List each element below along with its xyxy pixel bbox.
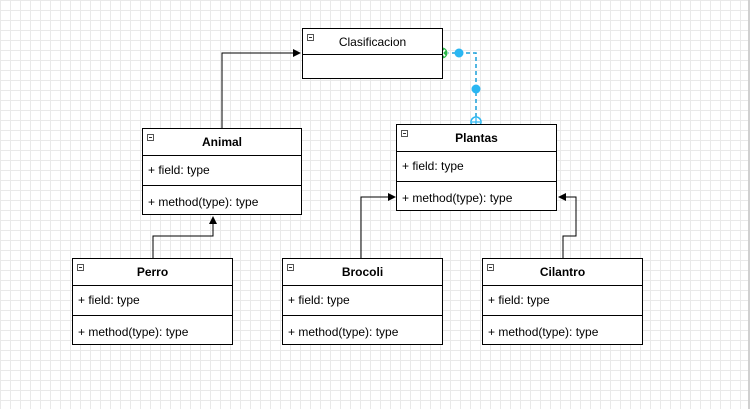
method-text: + method(type): type <box>288 325 399 339</box>
class-animal[interactable]: Animal + field: type + method(type): typ… <box>142 128 302 215</box>
method-section[interactable]: + method(type): type <box>143 186 301 214</box>
class-name: Animal <box>201 135 242 149</box>
edge-animal-to-clasificacion[interactable] <box>221 49 301 128</box>
collapse-toggle-icon[interactable] <box>307 34 314 41</box>
collapse-toggle-icon[interactable] <box>147 134 154 141</box>
field-text: + field: type <box>402 159 464 173</box>
method-text: + method(type): type <box>148 195 259 209</box>
edge-plantas-to-clasificacion[interactable] <box>446 52 477 124</box>
class-name: Brocoli <box>341 265 384 279</box>
field-section[interactable]: + field: type <box>397 152 556 182</box>
class-plantas[interactable]: Plantas + field: type + method(type): ty… <box>396 124 557 211</box>
collapse-toggle-icon[interactable] <box>401 130 408 137</box>
field-section[interactable]: + field: type <box>73 286 232 316</box>
field-section[interactable]: + field: type <box>143 156 301 186</box>
class-brocoli[interactable]: Brocoli + field: type + method(type): ty… <box>282 258 443 345</box>
field-text: + field: type <box>288 293 350 307</box>
edge-waypoint-handle[interactable] <box>454 48 464 58</box>
method-text: + method(type): type <box>78 325 189 339</box>
class-cilantro[interactable]: Cilantro + field: type + method(type): t… <box>482 258 643 345</box>
collapse-toggle-icon[interactable] <box>77 264 84 271</box>
class-perro[interactable]: Perro + field: type + method(type): type <box>72 258 233 345</box>
field-text: + field: type <box>488 293 550 307</box>
collapse-toggle-icon[interactable] <box>287 264 294 271</box>
canvas-edge <box>748 0 750 409</box>
method-section[interactable]: + method(type): type <box>483 316 642 344</box>
edge-perro-to-animal[interactable] <box>152 216 217 258</box>
edge-brocoli-to-plantas[interactable] <box>360 193 396 258</box>
collapse-toggle-icon[interactable] <box>487 264 494 271</box>
class-name: Clasificacion <box>338 35 407 49</box>
method-section[interactable]: + method(type): type <box>73 316 232 344</box>
class-name: Perro <box>136 265 169 279</box>
edge-cilantro-to-plantas[interactable] <box>558 193 577 258</box>
method-text: + method(type): type <box>488 325 599 339</box>
class-name: Plantas <box>455 131 498 145</box>
field-text: + field: type <box>148 163 210 177</box>
field-section[interactable]: + field: type <box>283 286 442 316</box>
class-clasificacion[interactable]: Clasificacion <box>302 28 443 79</box>
field-section[interactable]: + field: type <box>483 286 642 316</box>
field-text: + field: type <box>78 293 140 307</box>
class-name: Cilantro <box>539 265 586 279</box>
method-section[interactable]: + method(type): type <box>283 316 442 344</box>
method-section[interactable]: + method(type): type <box>397 182 556 210</box>
edge-waypoint-handle[interactable] <box>471 84 481 94</box>
method-text: + method(type): type <box>402 191 513 205</box>
